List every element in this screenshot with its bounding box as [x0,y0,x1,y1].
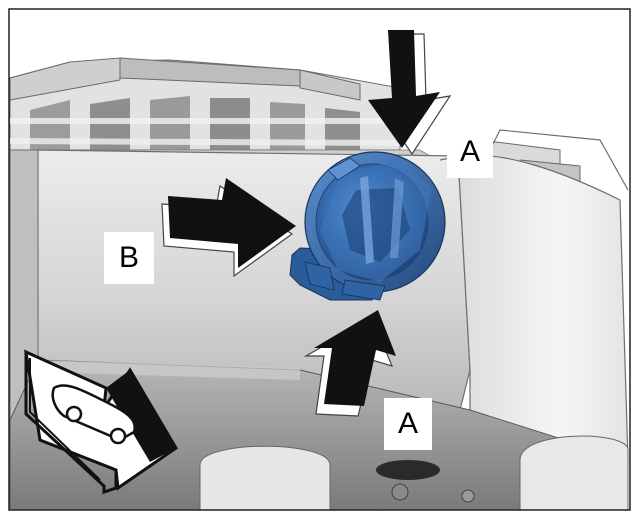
lower-mount-bosses [199,435,629,511]
callout-label-left: B [104,232,154,284]
blue-component [289,151,446,301]
callout-label-bottom: A [384,398,432,450]
upper-rib-structure [9,57,581,201]
arrow-down-icon [368,30,452,156]
diagram-frame [8,8,631,511]
vehicle-direction-icon [24,349,179,495]
callout-label-top-right: A [447,126,493,178]
arrow-up-icon [303,310,396,417]
arrow-right-icon [161,178,296,278]
